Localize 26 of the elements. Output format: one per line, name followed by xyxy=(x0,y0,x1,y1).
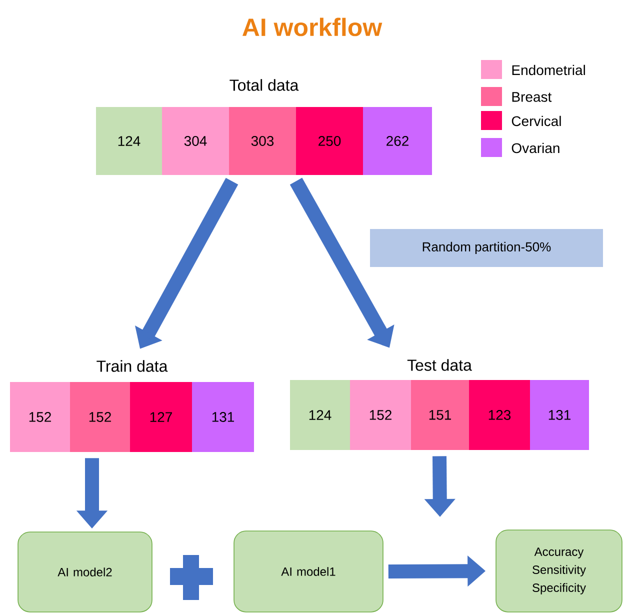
data-cell: 250 xyxy=(296,106,363,175)
data-cell: 131 xyxy=(530,380,589,450)
data-cell: 262 xyxy=(363,106,432,175)
data-cell: 152 xyxy=(70,382,130,452)
data-cell: 303 xyxy=(229,106,296,175)
data-cell: 152 xyxy=(10,382,70,452)
legend-label: Ovarian xyxy=(512,142,560,154)
data-cell: 152 xyxy=(350,380,411,450)
model-box: AI model1 xyxy=(234,530,384,612)
legend-label: Breast xyxy=(512,92,552,102)
bar-heading: Train data xyxy=(96,360,168,372)
bar-heading: Test data xyxy=(407,359,472,371)
data-cell: 124 xyxy=(96,106,162,175)
data-cell: 127 xyxy=(130,382,192,452)
data-cell: 131 xyxy=(192,382,254,452)
data-cell: 123 xyxy=(469,380,530,450)
legend-label: Cervical xyxy=(512,116,561,126)
legend-label: Endometrial xyxy=(512,64,585,76)
title: AI workflow xyxy=(242,18,382,36)
data-cell: 124 xyxy=(290,380,350,450)
bar-heading: Total data xyxy=(230,79,299,91)
data-cell: 304 xyxy=(162,106,229,175)
data-cell: 151 xyxy=(411,380,469,450)
note-box: Random partition-50% xyxy=(370,228,603,267)
model-box: Accuracy Sensitivity Specificity xyxy=(496,530,622,612)
model-box: AI model2 xyxy=(18,532,152,612)
